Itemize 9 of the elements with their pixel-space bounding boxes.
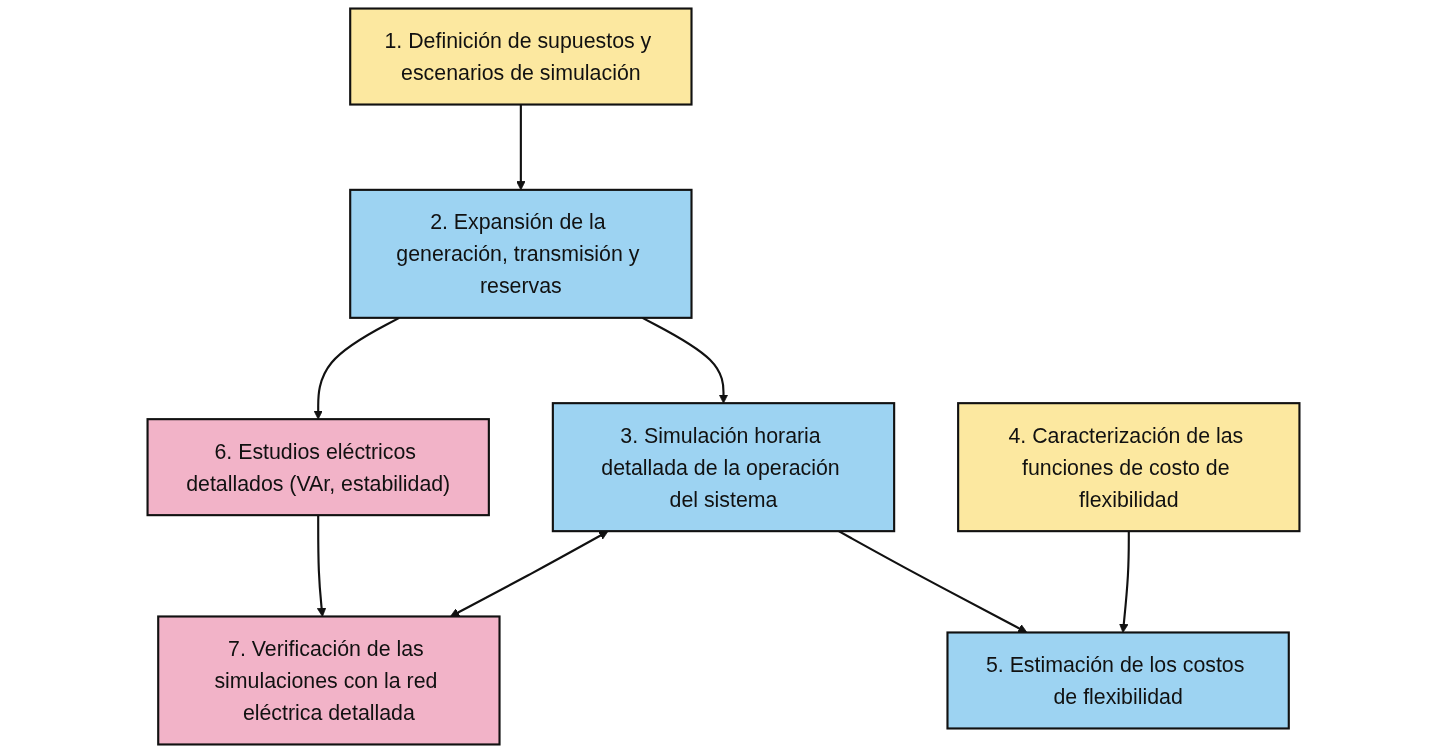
node-box: 3. Simulación horaria detallada de la operación del sistema bbox=[551, 402, 896, 533]
arrow bbox=[316, 515, 327, 617]
node-box: 5. Estimación de los costos de flexibilidad bbox=[946, 631, 1290, 730]
node-box: 4. Caracterización de las funciones de costo de flexibilidad bbox=[957, 402, 1301, 533]
node-box: 2. Expansión de la generación, transmisión y reservas bbox=[349, 188, 693, 319]
node-box: 6. Estudios eléctricos detallados (VAr, estabilidad) bbox=[146, 418, 490, 517]
arrow bbox=[1119, 531, 1130, 633]
node-box: 1. Definición de supuestos y escenarios de simulación bbox=[349, 7, 693, 106]
node-box: 7. Verificación de las simulaciones con la red eléctrica detallada bbox=[157, 615, 501, 746]
